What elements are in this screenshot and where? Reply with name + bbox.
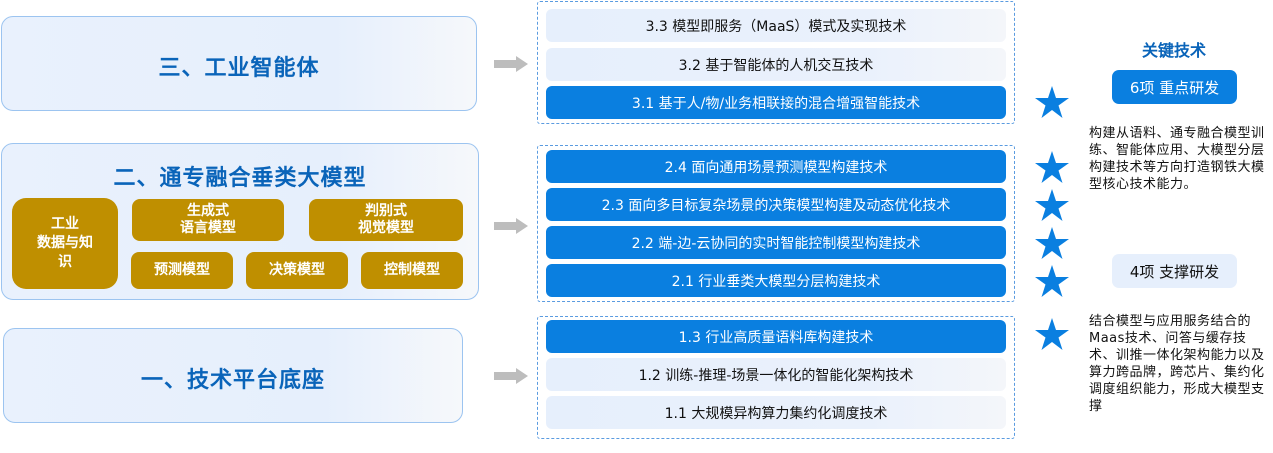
prediction-model: 预测模型 [131,252,233,289]
tech-group-2 [537,145,1015,302]
star-icon [1035,227,1069,259]
tech-group-3 [537,1,1015,124]
decision-model: 决策模型 [246,252,348,289]
right-arrow-icon [494,56,528,72]
tech-item-3-2: 3.2 基于智能体的人机交互技术 [546,48,1006,81]
knowledge-block: 工业 数据与知 识 [12,198,118,289]
tech-item-2-2: 2.2 端-边-云协同的实时智能控制模型构建技术 [546,226,1006,259]
star-icon [1035,151,1069,183]
support-rd-badge: 4项 支撑研发 [1112,254,1237,288]
level-1-box: 一、技术平台底座 [3,328,463,423]
tech-item-1-1: 1.1 大规模异构算力集约化调度技术 [546,396,1006,429]
key-tech-title: 关键技术 [1141,41,1206,60]
tech-item-3-3: 3.3 模型即服务（MaaS）模式及实现技术 [546,9,1006,42]
star-icon [1035,86,1069,118]
tech-group-1 [537,316,1015,439]
star-icon [1035,189,1069,221]
star-icon [1035,265,1069,297]
tech-item-2-1: 2.1 行业垂类大模型分层构建技术 [546,264,1006,297]
tech-item-2-4: 2.4 面向通用场景预测模型构建技术 [546,150,1006,183]
tech-item-1-2: 1.2 训练-推理-场景一体化的智能化架构技术 [546,358,1006,391]
generative-language-model: 生成式 语言模型 [132,199,284,241]
control-model: 控制模型 [361,252,463,289]
primary-rd-badge: 6项 重点研发 [1112,70,1237,104]
level-3-box: 三、工业智能体 [1,16,477,111]
level-3-title: 三、工业智能体 [158,56,320,81]
discriminative-vision-model: 判别式 视觉模型 [309,199,463,241]
right-arrow-icon [494,218,528,234]
tech-item-1-3: 1.3 行业高质量语料库构建技术 [546,320,1006,353]
right-arrow-icon [494,368,528,384]
tech-item-3-1: 3.1 基于人/物/业务相联接的混合增强智能技术 [546,86,1006,119]
tech-item-2-3: 2.3 面向多目标复杂场景的决策模型构建及动态优化技术 [546,188,1006,221]
level-2-title: 二、通专融合垂类大模型 [113,166,367,191]
star-icon [1035,318,1069,350]
level-1-title: 一、技术平台底座 [140,368,325,393]
support-rd-description: 结合模型与应用服务结合的Maas技术、问答与缓存技术、训推一体化架构能力以及算力… [1089,314,1265,414]
primary-rd-description: 构建从语料、通专融合模型训练、智能体应用、大模型分层构建技术等方向打造钢铁大模型… [1089,126,1265,192]
